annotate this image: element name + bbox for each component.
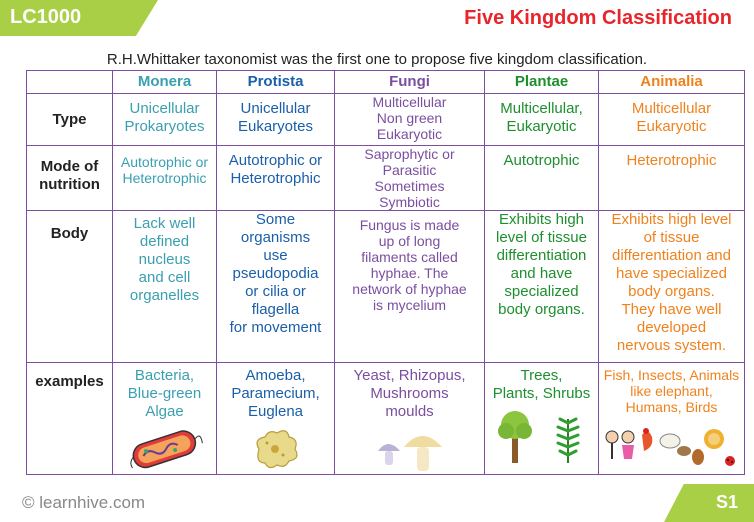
lesson-code-tag: LC1000	[0, 0, 158, 36]
lesson-code: LC1000	[10, 6, 82, 28]
examples-label: examples	[26, 362, 113, 475]
tree-illustration	[497, 411, 579, 463]
col-protista: Protista	[216, 70, 335, 94]
amoeba-illustration	[255, 430, 298, 469]
page-number: S1	[715, 492, 738, 512]
corner-cell	[26, 70, 113, 94]
fern-illustration	[556, 417, 579, 463]
col-monera: Monera	[112, 70, 217, 94]
col-animalia: Animalia	[598, 70, 745, 94]
bacterium-illustration	[129, 430, 203, 469]
examples-plantae: Trees,Plants, Shrubs	[484, 362, 599, 475]
col-plantae: Plantae	[484, 70, 599, 94]
type-label: Type	[26, 93, 113, 146]
type-plantae: Multicellular,Eukaryotic	[484, 93, 599, 146]
header-row: Monera Protista Fungi Plantae Animalia	[26, 70, 745, 94]
mushroom-illustration	[377, 436, 442, 471]
body-label: Body	[26, 210, 113, 363]
copyright-text: © learnhive.com	[22, 493, 146, 512]
col-fungi: Fungi	[334, 70, 485, 94]
examples-protista: Amoeba,Paramecium,Euglena	[216, 362, 335, 475]
classification-table: Monera Protista Fungi Plantae Animalia T…	[26, 70, 745, 475]
intro-text: R.H.Whittaker taxonomist was the first o…	[106, 51, 648, 68]
animals-illustration	[605, 428, 735, 466]
nutrition-animalia: Heterotrophic	[598, 145, 745, 211]
page-title: Five Kingdom Classification	[464, 7, 732, 29]
page-tag: S1	[664, 484, 754, 522]
nutrition-plantae: Autotrophic	[484, 145, 599, 211]
